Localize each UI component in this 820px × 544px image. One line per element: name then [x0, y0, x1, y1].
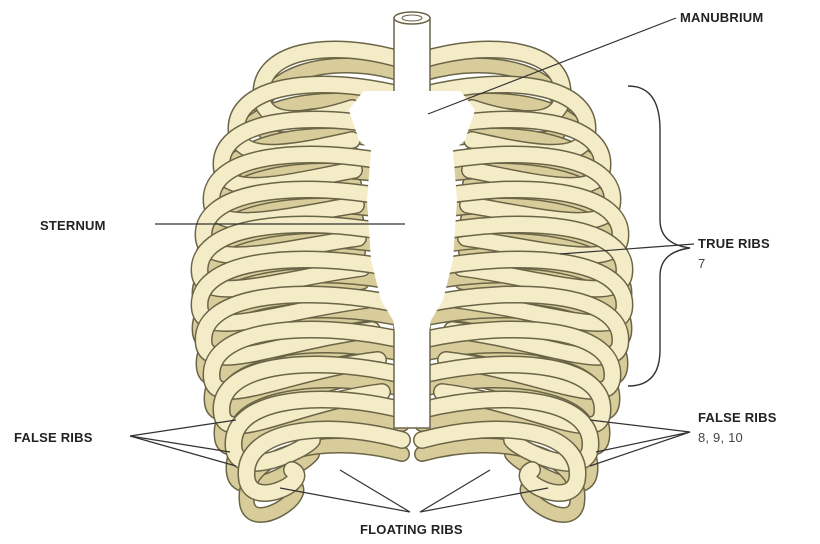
label-false-ribs-left: FALSE RIBS: [14, 430, 93, 445]
vertebral-foramen: [402, 15, 422, 21]
label-sternum: STERNUM: [40, 218, 106, 233]
label-floating-ribs: FLOATING RIBS: [360, 522, 463, 537]
curly-brace: [628, 86, 690, 386]
label-false-ribs-numbers: 8, 9, 10: [698, 430, 743, 445]
true-ribs-bracket: [628, 86, 690, 386]
label-manubrium: MANUBRIUM: [680, 10, 763, 25]
label-true-ribs-count: 7: [698, 256, 705, 271]
label-false-ribs-right: FALSE RIBS: [698, 410, 777, 425]
label-true-ribs: TRUE RIBS: [698, 236, 770, 251]
